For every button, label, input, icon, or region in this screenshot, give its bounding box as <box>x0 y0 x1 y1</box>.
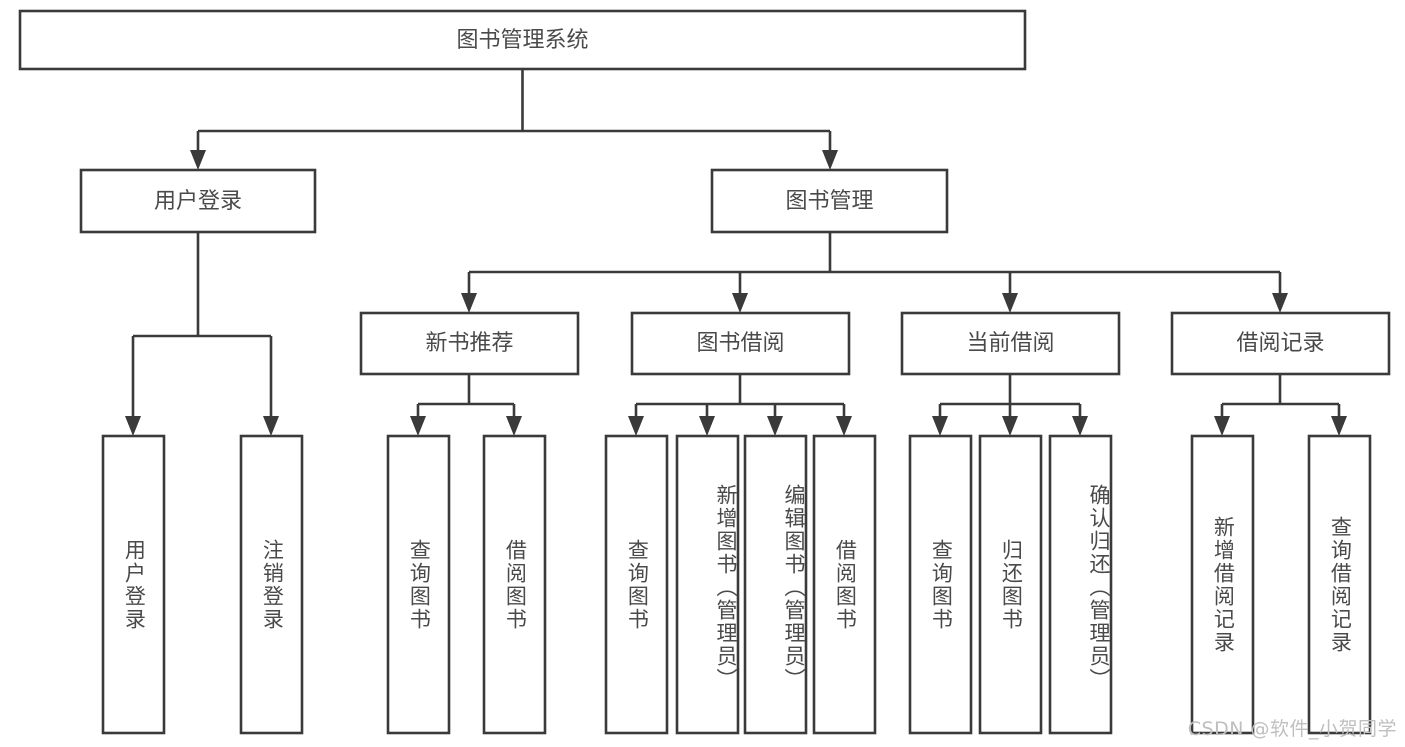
arrowhead-leaf-return-book <box>1002 416 1018 436</box>
new-book-recommend-box[interactable] <box>359 311 580 376</box>
leaf-confirm-return-admin-box[interactable] <box>1048 434 1113 735</box>
arrowhead-leaf-add-book-admin <box>699 416 715 436</box>
arrowhead-book-management <box>822 150 838 170</box>
leaf-return-book-box[interactable] <box>978 434 1043 735</box>
leaf-query-borrow-record-box[interactable] <box>1307 434 1372 735</box>
leaf-edit-book-admin-box[interactable] <box>743 434 808 735</box>
arrowhead-leaf-borrow-book-2 <box>836 416 852 436</box>
arrowhead-book-borrow <box>732 293 748 313</box>
arrowhead-leaf-query-book-2 <box>628 416 644 436</box>
arrowhead-leaf-confirm-return-admin <box>1072 416 1088 436</box>
book-borrow-box[interactable] <box>630 311 851 376</box>
user-login-box[interactable] <box>79 168 317 234</box>
new-book-recommend-label: 新书推荐 <box>425 331 513 356</box>
leaf-user-login-box[interactable] <box>101 434 166 735</box>
current-borrow-box[interactable] <box>900 311 1121 376</box>
arrowhead-leaf-query-book-1 <box>410 416 426 436</box>
node-user-login[interactable]: 用户登录 <box>79 168 317 234</box>
book-borrow-label: 图书借阅 <box>696 331 784 356</box>
arrowhead-leaf-borrow-book-1 <box>506 416 522 436</box>
leaf-borrow-book-1-box[interactable] <box>482 434 547 735</box>
arrowhead-leaf-add-borrow-record <box>1214 416 1230 436</box>
node-book-management[interactable]: 图书管理 <box>710 168 949 234</box>
borrow-record-label: 借阅记录 <box>1236 331 1324 356</box>
node-book-borrow[interactable]: 图书借阅 <box>630 311 851 376</box>
user-login-label: 用户登录 <box>154 189 242 214</box>
root-label: 图书管理系统 <box>456 28 588 53</box>
csdn-watermark: CSDN @软件_小贺同学 <box>1187 718 1397 740</box>
arrowhead-current-borrow <box>1002 293 1018 313</box>
book-management-box[interactable] <box>710 168 949 234</box>
borrow-record-box[interactable] <box>1170 311 1391 376</box>
root-box[interactable] <box>18 9 1027 71</box>
leaf-borrow-book-2-box[interactable] <box>812 434 877 735</box>
arrowhead-leaf-logout-login <box>263 416 279 436</box>
current-borrow-label: 当前借阅 <box>966 331 1054 356</box>
arrowhead-borrow-record <box>1272 293 1288 313</box>
leaf-add-book-admin-box[interactable] <box>675 434 740 735</box>
leaf-query-book-3-box[interactable] <box>908 434 973 735</box>
leaf-add-borrow-record-box[interactable] <box>1190 434 1255 735</box>
book-management-label: 图书管理 <box>785 189 873 214</box>
arrowhead-user-login <box>190 150 206 170</box>
node-borrow-record[interactable]: 借阅记录 <box>1170 311 1391 376</box>
arrowhead-leaf-query-borrow-record <box>1331 416 1347 436</box>
node-new-book-recommend[interactable]: 新书推荐 <box>359 311 580 376</box>
arrowhead-new-book-recommend <box>461 293 477 313</box>
arrowhead-leaf-user-login <box>125 416 141 436</box>
arrowhead-leaf-query-book-3 <box>932 416 948 436</box>
connectors-group <box>125 69 1347 436</box>
leaf-query-book-2-box[interactable] <box>604 434 669 735</box>
leaf-logout-login-box[interactable] <box>239 434 304 735</box>
node-current-borrow[interactable]: 当前借阅 <box>900 311 1121 376</box>
node-root[interactable]: 图书管理系统 <box>18 9 1027 71</box>
arrowhead-leaf-edit-book-admin <box>767 416 783 436</box>
leaf-boxes-group <box>101 434 1372 735</box>
leaf-query-book-1-box[interactable] <box>386 434 451 735</box>
